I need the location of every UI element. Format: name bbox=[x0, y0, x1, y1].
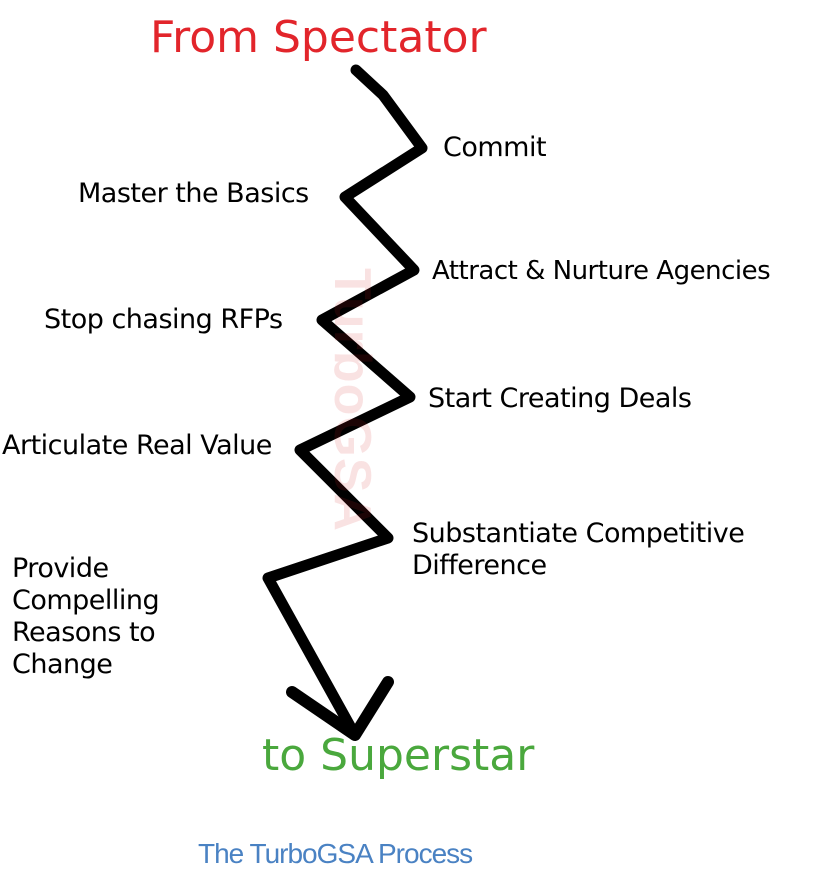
step-substantiate-competitive-difference: Substantiate Competitive Difference bbox=[412, 518, 745, 581]
arrow-head bbox=[286, 676, 394, 741]
title-to-superstar: to Superstar bbox=[262, 730, 535, 781]
caption-turbogsa-process: The TurboGSA Process bbox=[198, 838, 473, 869]
step-articulate-real-value: Articulate Real Value bbox=[2, 430, 272, 461]
step-provide-compelling-reasons: Provide Compelling Reasons to Change bbox=[12, 553, 160, 680]
step-stop-chasing-rfps: Stop chasing RFPs bbox=[44, 304, 283, 335]
step-master-the-basics: Master the Basics bbox=[78, 178, 309, 209]
title-from-spectator: From Spectator bbox=[150, 12, 487, 63]
step-commit: Commit bbox=[443, 132, 547, 163]
step-attract-nurture-agencies: Attract & Nurture Agencies bbox=[432, 256, 771, 286]
zigzag-line bbox=[262, 64, 428, 741]
step-start-creating-deals: Start Creating Deals bbox=[428, 383, 692, 414]
